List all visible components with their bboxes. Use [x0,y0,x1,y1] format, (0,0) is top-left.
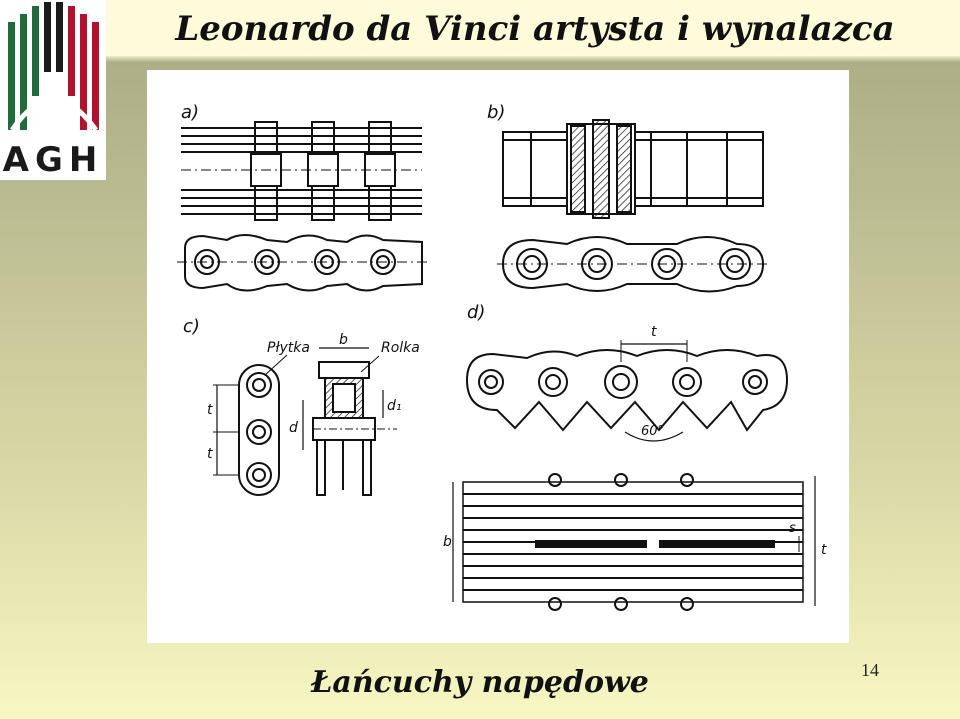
roller-label: Rolka [381,340,420,356]
pitch-label-c1: t [207,402,213,418]
panel-b-top-view [502,119,764,219]
panel-d-side-view: t 60° [465,324,789,442]
panel-c-label: c) [183,316,200,337]
panel-b: b) [487,102,769,293]
chain-drawing: a) [147,70,849,643]
slide-caption: Łańcuchy napędowe [311,665,649,700]
diameter-label: d [289,420,298,436]
chain-diagram: a) [177,102,827,611]
logo-text: AGH [2,140,104,180]
agh-logo: AGH [0,0,106,180]
panel-a-side-view [177,234,427,292]
title-band [0,0,960,62]
panel-a: a) [177,102,427,292]
slide-title: Leonardo da Vinci artysta i wynalazca [175,9,895,49]
thickness-label: s [789,521,796,536]
pitch-label-c2: t [207,446,213,462]
panel-c-roller-section: b Rolka d d₁ [289,332,420,496]
panel-c: c) t t Płytka [183,316,420,496]
panel-a-label: a) [181,102,199,123]
panel-b-side-view [497,236,769,293]
panel-c-plate-view: t t Płytka [207,340,310,496]
page-number: 14 [861,660,879,680]
agh-logo-emblem [8,2,99,132]
angle-label: 60° [641,424,664,439]
pitch-label-d: t [651,324,657,340]
width-label: b [339,332,348,348]
roller-diameter-label: d₁ [387,398,402,414]
panel-d-label: d) [467,302,485,323]
panel-b-label: b) [487,102,505,123]
plate-label: Płytka [267,340,310,356]
width-label-d: b [443,534,452,550]
pitch-label-d2: t [821,542,827,558]
panel-d-top-view: b t s [443,473,827,611]
panel-d: d) t 60° [443,302,827,611]
panel-a-top-view [181,121,422,221]
